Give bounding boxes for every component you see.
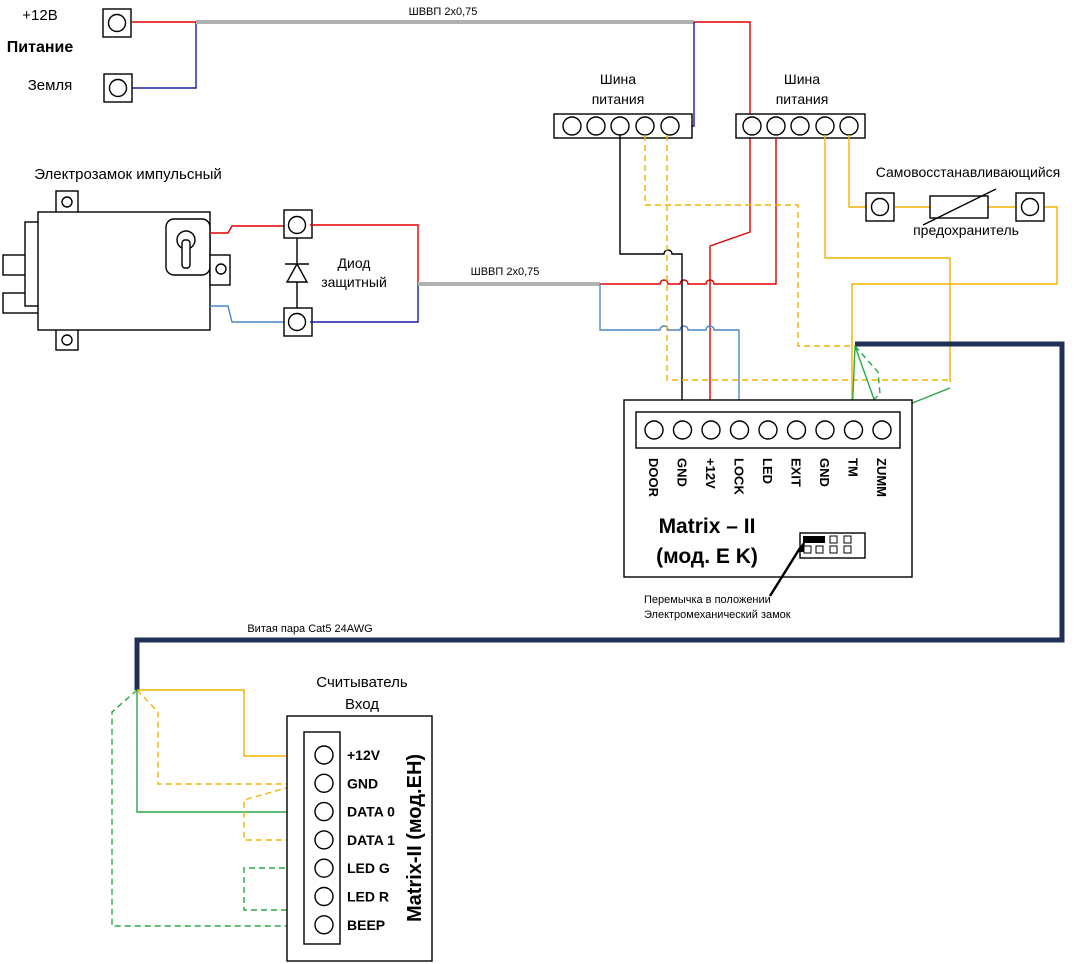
protective-diode: Диод защитный xyxy=(283,209,419,337)
yellow-solid-wires xyxy=(824,135,1058,418)
power-wires xyxy=(131,20,751,418)
ground-label: Земля xyxy=(28,77,73,94)
diode-symbol xyxy=(285,262,309,283)
jumper-note1: Перемычка в положении xyxy=(644,594,771,606)
top-cable-label: ШВВП 2х0,75 xyxy=(409,6,478,18)
controller-terminal-label-7: TM xyxy=(846,458,861,477)
controller-terminal-3 xyxy=(729,420,750,440)
reader-pin-4 xyxy=(314,858,334,878)
power-title: Питание xyxy=(7,39,74,56)
reader-pin-label-6: BEEP xyxy=(347,917,385,933)
controller-title2: (мод. E K) xyxy=(656,545,758,568)
bus-left-line1: Шина xyxy=(600,71,636,87)
fuse-line2: предохранитель xyxy=(913,222,1019,238)
controller-terminal-6 xyxy=(815,420,835,440)
controller-terminal-4 xyxy=(758,420,778,440)
reader-model: Matrix-II (мод.EH) xyxy=(404,754,426,922)
twisted-pair-label: Витая пара Cat5 24AWG xyxy=(247,623,372,635)
controller-terminal-label-2: +12V xyxy=(703,458,718,489)
lock-label: Электрозамок импульсный xyxy=(34,166,222,183)
bus-left-line2: питания xyxy=(592,91,645,107)
reader-pin-5 xyxy=(314,886,334,907)
reader-pin-label-2: DATA 0 xyxy=(347,804,395,820)
reader-pin-label-1: GND xyxy=(347,775,378,791)
bus-left: Шина питания xyxy=(553,71,693,139)
ground-terminal-screw xyxy=(108,78,128,98)
controller-terminal-label-3: LOCK xyxy=(732,458,747,495)
middle-cable-label: ШВВП 2х0,75 xyxy=(471,266,540,278)
controller-terminal-label-8: ZUMM xyxy=(874,458,889,497)
fuse-line1: Самовосстанавливающийся xyxy=(876,164,1061,180)
controller-terminal-2 xyxy=(701,420,721,440)
controller-terminal-8 xyxy=(872,420,892,440)
controller-terminal-label-5: EXIT xyxy=(789,458,804,487)
controller-terminal-1 xyxy=(672,420,693,440)
plus12-terminal xyxy=(102,8,132,38)
yellow-dashed-wires xyxy=(644,135,950,381)
reader-pin-label-4: LED G xyxy=(347,860,390,876)
bus-right: Шина питания xyxy=(735,71,866,139)
controller-matrix-ii: DOOR GND +12V LOCK LED EXIT GND TM ZUMM Matrix –… xyxy=(623,399,913,621)
controller-terminal-0 xyxy=(644,420,664,440)
reader-header2: Вход xyxy=(345,696,379,713)
controller-terminal-label-0: DOOR xyxy=(646,458,661,498)
power-source: +12В Питание Земля xyxy=(7,7,133,103)
electric-lock: Электрозамок импульсный xyxy=(2,166,295,351)
reader-pin-label-0: +12V xyxy=(347,747,381,763)
reader-matrix-ii: Считыватель Вход +12V GND DATA 0 DATA 1 LED … xyxy=(286,674,433,962)
reader-pin-3 xyxy=(314,830,334,850)
controller-terminal-label-6: GND xyxy=(817,458,832,487)
resettable-fuse: Самовосстанавливающийся предохранитель xyxy=(865,164,1061,238)
lock-wires xyxy=(599,135,777,418)
reader-pin-label-3: DATA 1 xyxy=(347,832,395,848)
diode-line1: Диод xyxy=(338,255,371,271)
controller-terminal-label-1: GND xyxy=(675,458,690,487)
plus12-terminal-screw xyxy=(107,13,127,33)
controller-terminal-5 xyxy=(786,420,807,440)
reader-pin-2 xyxy=(314,801,334,822)
controller-terminal-label-4: LED xyxy=(760,458,775,484)
reader-pin-label-5: LED R xyxy=(347,889,389,905)
diode-line2: защитный xyxy=(321,274,387,290)
jumper-note2: Электромеханический замок xyxy=(644,609,791,621)
reader-pin-1 xyxy=(314,773,334,793)
bus-right-line1: Шина xyxy=(784,71,820,87)
plus12-label: +12В xyxy=(22,7,57,24)
reader-wires xyxy=(111,689,316,927)
twisted-pair-cable xyxy=(134,341,1065,690)
reader-pin-6 xyxy=(314,915,334,935)
controller-title1: Matrix – II xyxy=(659,515,756,538)
controller-terminal-7 xyxy=(843,420,864,440)
bus-right-line2: питания xyxy=(776,91,829,107)
reader-pin-0 xyxy=(314,745,334,765)
reader-header1: Считыватель xyxy=(316,674,408,691)
